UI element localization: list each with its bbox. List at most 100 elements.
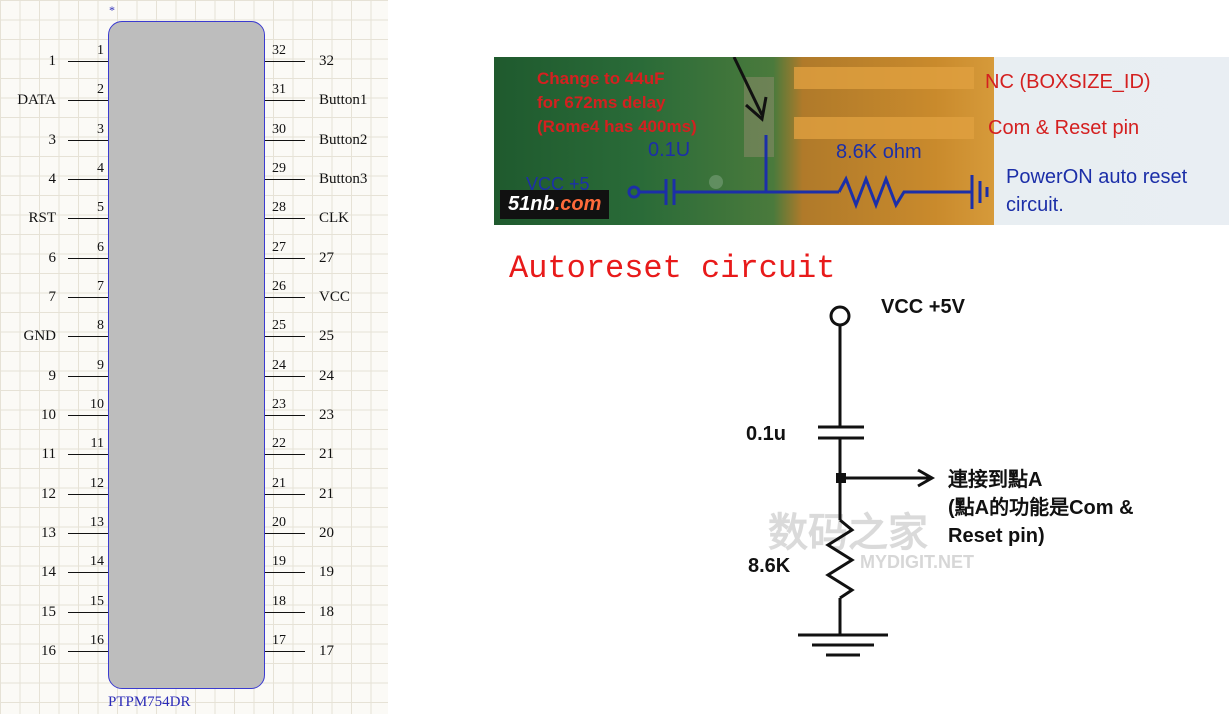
left-pin-number: 1 bbox=[97, 43, 104, 58]
right-pin-number: 18 bbox=[272, 594, 286, 609]
right-pin-name: Button3 bbox=[319, 171, 368, 187]
via bbox=[709, 175, 723, 189]
right-pin-line bbox=[265, 494, 305, 495]
right-pin-line bbox=[265, 258, 305, 259]
photo-res-label: 8.6K ohm bbox=[836, 141, 922, 163]
right-pin-number: 17 bbox=[272, 633, 286, 648]
right-pin-name: 32 bbox=[319, 53, 334, 69]
board-photo-overlay bbox=[627, 57, 989, 210]
left-pin-name: 15 bbox=[41, 604, 56, 620]
photo-power-line2: circuit. bbox=[1006, 194, 1064, 216]
left-pin-line bbox=[68, 454, 108, 455]
right-pin-number: 29 bbox=[272, 161, 286, 176]
right-pin-number: 26 bbox=[272, 279, 286, 294]
right-pin-line bbox=[265, 218, 305, 219]
right-pin-name: Button1 bbox=[319, 92, 368, 108]
left-pin-name: 10 bbox=[41, 407, 56, 423]
right-pin-line bbox=[265, 612, 305, 613]
left-pin-line bbox=[68, 179, 108, 180]
right-pin-line bbox=[265, 572, 305, 573]
photo-vcc-label: VCC +5 bbox=[526, 174, 590, 194]
right-pin-name: 27 bbox=[319, 250, 334, 266]
right-pin-name: 23 bbox=[319, 407, 334, 423]
left-pin-line bbox=[68, 612, 108, 613]
left-pin-name: 4 bbox=[48, 171, 57, 187]
left-pin-line bbox=[68, 336, 108, 337]
left-pin-line bbox=[68, 100, 108, 101]
photo-cap-label: 0.1U bbox=[648, 139, 691, 161]
right-pin-name: CLK bbox=[319, 210, 349, 226]
left-pin-line bbox=[68, 415, 108, 416]
right-pin-line bbox=[265, 651, 305, 652]
photo-power-line1: PowerON auto reset bbox=[1006, 166, 1188, 188]
trace bbox=[794, 67, 974, 89]
ic-body bbox=[108, 21, 265, 689]
watermark-text: 数码之家 bbox=[768, 511, 928, 555]
left-pin-line bbox=[68, 258, 108, 259]
left-pin-number: 9 bbox=[97, 358, 104, 373]
right-pin-line bbox=[265, 61, 305, 62]
vcc-terminal bbox=[829, 305, 851, 327]
left-pin-number: 8 bbox=[97, 318, 104, 333]
right-pin-number: 25 bbox=[272, 318, 286, 333]
autoreset-vcc-label: VCC +5V bbox=[881, 296, 965, 318]
watermark-subtext: MYDIGIT.NET bbox=[860, 552, 975, 572]
right-pin-name: VCC bbox=[319, 289, 350, 305]
left-pin-name: 12 bbox=[41, 486, 56, 502]
right-pin-number: 24 bbox=[272, 358, 286, 373]
right-pin-line bbox=[265, 100, 305, 101]
logo-accent: .com bbox=[554, 193, 602, 215]
right-pin-name: 19 bbox=[319, 564, 334, 580]
right-pin-number: 20 bbox=[272, 515, 286, 530]
photo-note-line3: (Rome4 has 400ms) bbox=[537, 117, 697, 136]
right-pin-name: 25 bbox=[319, 328, 334, 344]
right-pin-number: 22 bbox=[272, 436, 286, 451]
left-pin-name: GND bbox=[23, 328, 57, 344]
left-pin-name: RST bbox=[28, 210, 56, 226]
right-pin-name: 18 bbox=[319, 604, 334, 620]
point-a-line2: (點A的功能是Com & bbox=[948, 497, 1134, 519]
left-pin-number: 5 bbox=[97, 200, 104, 215]
photo-com-label: Com & Reset pin bbox=[988, 117, 1140, 139]
site-logo: 51nb.com bbox=[500, 190, 610, 219]
right-pin-number: 30 bbox=[272, 122, 286, 137]
left-pin-line bbox=[68, 572, 108, 573]
right-pin-line bbox=[265, 415, 305, 416]
left-pin-name: 9 bbox=[48, 368, 57, 384]
point-a-line1: 連接到點A bbox=[948, 469, 1043, 491]
left-pin-number: 16 bbox=[90, 633, 104, 648]
left-pin-name: 14 bbox=[41, 564, 56, 580]
left-pin-line bbox=[68, 218, 108, 219]
trace bbox=[794, 117, 974, 139]
left-pin-name: 6 bbox=[48, 250, 57, 266]
left-pin-name: 11 bbox=[41, 446, 56, 462]
right-pin-name: 24 bbox=[319, 368, 334, 384]
left-pin-number: 12 bbox=[90, 476, 104, 491]
left-pin-number: 10 bbox=[90, 397, 104, 412]
right-pin-name: Button2 bbox=[319, 132, 368, 148]
junction-dot bbox=[836, 473, 846, 483]
left-pin-line bbox=[68, 140, 108, 141]
pointer-arrow bbox=[732, 57, 764, 116]
ic-part-name: PTPM754DR bbox=[108, 694, 191, 710]
logo-main: 51nb bbox=[508, 193, 555, 215]
left-pin-number: 7 bbox=[97, 279, 104, 294]
right-pin-line bbox=[265, 336, 305, 337]
left-pin-number: 3 bbox=[97, 122, 104, 137]
right-pin-line bbox=[265, 140, 305, 141]
right-pin-name: 21 bbox=[319, 486, 334, 502]
left-pin-name: 16 bbox=[41, 643, 56, 659]
left-pin-number: 13 bbox=[90, 515, 104, 530]
left-pin-number: 4 bbox=[97, 161, 104, 176]
pin1-marker: * bbox=[109, 3, 115, 17]
autoreset-cap-label: 0.1u bbox=[746, 423, 787, 445]
right-pin-line bbox=[265, 376, 305, 377]
left-pin-line bbox=[68, 376, 108, 377]
left-pin-name: 7 bbox=[48, 289, 57, 305]
right-pin-number: 27 bbox=[272, 240, 286, 255]
photo-note-line1: Change to 44uF bbox=[537, 69, 665, 88]
autoreset-title: Autoreset circuit bbox=[509, 250, 836, 287]
left-pin-number: 14 bbox=[90, 554, 104, 569]
pointer-arrow-head bbox=[745, 96, 768, 122]
right-pin-name: 20 bbox=[319, 525, 334, 541]
